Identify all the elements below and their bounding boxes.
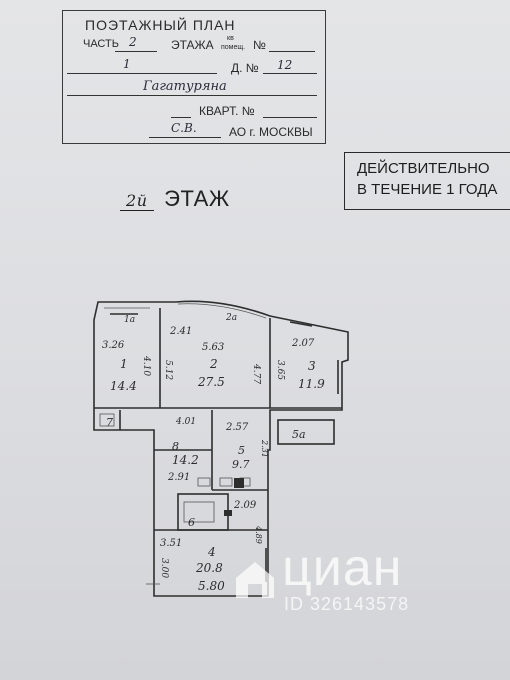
room-7-number: 7: [106, 416, 113, 429]
dim-2-07: 2.07: [291, 338, 315, 349]
dim-2-91: 2.91: [167, 472, 190, 483]
validity-line-2: В ТЕЧЕНИЕ 1 ГОДА: [357, 181, 498, 198]
room-1-number: 1: [120, 357, 128, 371]
watermark-id: ID 326143578: [284, 594, 410, 614]
room-5-number: 5: [238, 444, 245, 457]
dim-4-01: 4.01: [175, 417, 196, 427]
stamp-part-label: ЧАСТЬ: [83, 38, 119, 50]
room-5-area: 9.7: [232, 458, 250, 471]
room-4-number: 4: [207, 545, 216, 559]
stamp-title: ПОЭТАЖНЫЙ ПЛАН: [85, 17, 236, 33]
dim-2-57: 2.57: [225, 422, 249, 433]
stamp-no-label: №: [253, 38, 266, 52]
dim-3-51: 3.51: [160, 538, 182, 549]
floor-plan: 3.26 1а 1 14.4 4.10 2.41 5.63 2а 2 27.5 …: [93, 300, 349, 597]
stamp-street-value: Гагатуряна: [143, 79, 227, 94]
stamp-kv-label: кв: [227, 35, 234, 42]
stamp-house-value: 12: [277, 58, 293, 72]
stamp-row2-value: 1: [123, 57, 131, 71]
dim-2-09: 2.09: [233, 500, 257, 511]
stamp-house-label: Д. №: [231, 61, 259, 75]
stamp-floor-label: ЭТАЖА: [171, 38, 214, 52]
validity-stamp: ДЕЙСТВИТЕЛЬНО В ТЕЧЕНИЕ 1 ГОДА: [344, 152, 510, 210]
stamp-district-value: С.В.: [171, 121, 197, 135]
dim-5-12: 5.12: [163, 360, 173, 380]
room-8-number: 8: [172, 440, 179, 453]
dim-3-26: 3.26: [102, 340, 125, 351]
stamp-ao-label: АО г. МОСКВЫ: [229, 125, 313, 139]
validity-line-1: ДЕЙСТВИТЕЛЬНО: [357, 160, 490, 177]
stamp-block: ПОЭТАЖНЫЙ ПЛАН ЧАСТЬ 2 ЭТАЖА кв помещ. №…: [62, 10, 326, 144]
stamp-part-value: 2: [129, 35, 137, 49]
dim-3-00: 3.00: [159, 558, 169, 578]
room-3-area: 11.9: [298, 377, 325, 391]
room-1-area: 14.4: [110, 379, 137, 393]
room-6-number: 6: [188, 516, 195, 529]
dim-3-65: 3.65: [275, 360, 285, 380]
dim-2-31: 2.31: [260, 439, 269, 458]
stamp-apt-label: КВАРТ. №: [199, 104, 255, 118]
room-5a-number: 5а: [292, 428, 306, 441]
room-1a-number: 1а: [124, 315, 135, 325]
room-4-area: 20.8: [195, 561, 223, 575]
watermark-brand: циан: [282, 539, 403, 597]
dim-4-10: 4.10: [141, 355, 151, 376]
room-2-number: 2: [209, 357, 218, 371]
floor-label: ЭТАЖ: [164, 186, 230, 211]
dim-4-77: 4.77: [251, 363, 261, 384]
stamp-pomesch-label: помещ.: [221, 44, 246, 51]
room-2-area: 27.5: [197, 375, 225, 389]
dim-4-89: 4.89: [254, 525, 263, 544]
dim-5-80: 5.80: [198, 579, 225, 593]
dim-2-41: 2.41: [169, 326, 192, 337]
room-3-number: 3: [308, 359, 316, 373]
dim-5-63: 5.63: [202, 342, 224, 353]
floor-number: 2й: [120, 191, 154, 211]
cian-logo-icon: [236, 562, 274, 598]
room-8-area: 14.2: [172, 453, 199, 467]
floor-title: 2й ЭТАЖ: [120, 186, 230, 212]
room-2a-number: 2а: [225, 313, 237, 323]
